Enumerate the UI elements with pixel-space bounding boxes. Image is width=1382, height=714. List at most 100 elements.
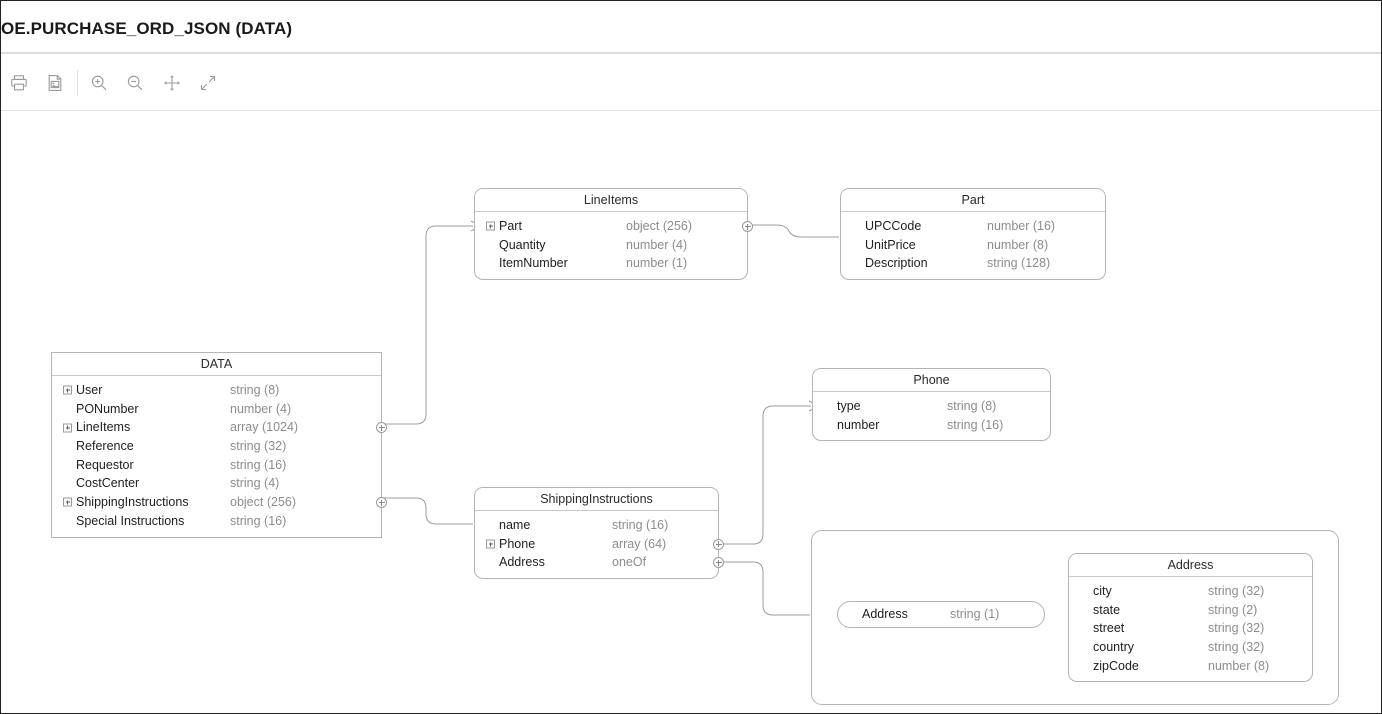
field-type: number (8) [1208,658,1270,673]
field-row[interactable]: UPCCode number (16) [841,217,1105,236]
field-type: object (256) [626,219,693,233]
field-row[interactable]: ShippingInstructions object (256) [52,493,387,512]
field-name: Address [862,607,908,621]
entity-shippinginstructions[interactable]: ShippingInstructions name string (16) Ph… [474,487,724,580]
field-row[interactable]: Special Instructions string (16) [52,512,381,531]
field-name: type [837,399,861,413]
fit-screen-icon[interactable] [192,67,224,99]
field-type: string (32) [1208,621,1265,636]
field-name: ShippingInstructions [76,495,189,510]
field-name: UPCCode [865,219,922,233]
field-row[interactable]: Quantity number (4) [475,236,747,255]
field-type: string (32) [1208,584,1265,598]
relation-connector[interactable] [713,557,724,569]
field-type: object (256) [230,495,297,510]
field-name: zipCode [1093,658,1139,673]
address-string-variant[interactable]: Address string (1) [837,601,1045,628]
field-row[interactable]: city string (32) [1069,582,1312,601]
title-bar: OE.PURCHASE_ORD_JSON (DATA) [1,1,1381,54]
page-title: OE.PURCHASE_ORD_JSON (DATA) [1,19,293,38]
field-name: name [499,518,531,532]
toolbar-divider [77,70,78,96]
field-type: string (4) [230,476,280,491]
field-name: ItemNumber [499,256,568,271]
relation-connector[interactable] [742,221,753,232]
print-icon[interactable] [3,67,35,99]
field-type: array (1024) [230,420,299,435]
field-type: string (16) [947,417,1004,432]
zoom-in-icon[interactable] [83,67,115,99]
field-name: Special Instructions [76,513,185,528]
zoom-out-icon[interactable] [119,67,151,99]
field-name: city [1093,584,1112,598]
field-row[interactable]: state string (2) [1069,601,1312,620]
entity-fields: User string (8) PONumber number (4) Line… [52,376,387,537]
entity-fields: city string (32) state string (2) street… [1069,577,1312,681]
field-row[interactable]: name string (16) [475,516,718,535]
field-name: Address [499,555,545,570]
entity-fields: UPCCode number (16) UnitPrice number (8)… [841,212,1105,279]
field-name: country [1093,640,1134,655]
field-name: PONumber [76,401,139,416]
entity-part[interactable]: Part UPCCode number (16) UnitPrice numbe… [840,188,1106,281]
field-row[interactable]: UnitPrice number (8) [841,236,1105,255]
field-type: string (16) [612,518,669,532]
field-type: string (2) [1208,602,1258,617]
pan-icon[interactable] [156,67,188,99]
entity-title: DATA [52,353,381,376]
field-row[interactable]: Address oneOf [475,553,724,572]
field-type: number (1) [626,256,688,271]
field-row[interactable]: street string (32) [1069,619,1312,638]
field-row[interactable]: country string (32) [1069,638,1312,657]
field-type: number (4) [230,401,292,416]
expand-icon[interactable] [63,497,72,507]
entity-phone[interactable]: Phone type string (8) number string (16) [812,368,1051,442]
relation-connector[interactable] [376,497,387,509]
expand-icon[interactable] [63,385,72,395]
field-row[interactable]: User string (8) [52,381,381,400]
field-row[interactable]: Part object (256) [475,217,753,236]
field-type: string (16) [230,457,287,472]
field-type: string (128) [987,256,1051,271]
field-type: string (1) [950,607,1000,621]
field-row[interactable]: Description string (128) [841,254,1105,273]
field-name: LineItems [76,420,131,435]
field-name: street [1093,621,1125,636]
field-name: CostCenter [76,476,140,491]
field-type: string (8) [230,383,280,397]
field-type: number (4) [626,237,688,252]
entity-fields: type string (8) number string (16) [813,392,1050,440]
expand-icon[interactable] [486,221,495,231]
entity-title: ShippingInstructions [475,488,718,511]
relation-connector[interactable] [376,422,387,434]
field-row[interactable]: CostCenter string (4) [52,474,381,493]
field-type: number (8) [987,237,1049,252]
field-type: oneOf [612,555,647,570]
expand-icon[interactable] [63,423,72,433]
field-type: string (16) [230,513,287,528]
field-row[interactable]: type string (8) [813,397,1050,416]
field-name: Part [499,219,522,233]
field-name: Requestor [76,457,134,472]
field-row[interactable]: number string (16) [813,416,1050,435]
entity-lineitems[interactable]: LineItems Part object (256) Quantity num… [474,188,753,281]
entity-address[interactable]: Address city string (32) state string (2… [1068,553,1313,683]
expand-icon[interactable] [486,539,495,549]
entity-title: Part [841,189,1105,212]
relation-connector[interactable] [713,538,724,550]
field-row[interactable]: Requestor string (16) [52,456,381,475]
field-row[interactable]: LineItems array (1024) [52,418,387,437]
entity-title: LineItems [475,189,747,212]
save-image-icon[interactable] [39,67,71,99]
field-row[interactable]: Phone array (64) [475,535,724,554]
field-name: Quantity [499,237,546,252]
field-row[interactable]: PONumber number (4) [52,400,381,419]
field-row[interactable]: zipCode number (8) [1069,657,1312,676]
entity-data[interactable]: DATA User string (8) PONumber number (4)… [51,352,387,538]
field-row[interactable]: Reference string (32) [52,437,381,456]
entity-title: Phone [813,369,1050,392]
field-name: Description [865,256,928,271]
entity-title: Address [1069,554,1312,577]
field-row[interactable]: ItemNumber number (1) [475,254,747,273]
diagram-canvas[interactable]: DATA User string (8) PONumber number (4)… [1,112,1381,713]
